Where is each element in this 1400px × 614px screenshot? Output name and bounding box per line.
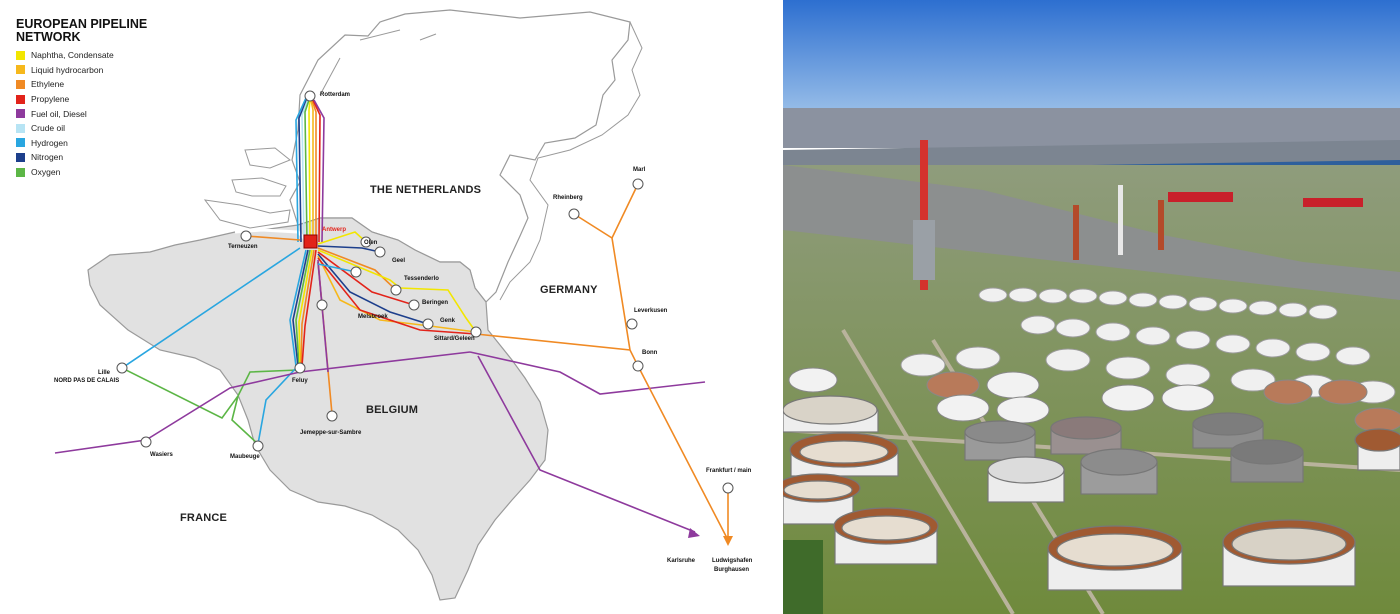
fuel-oil-east xyxy=(469,351,706,533)
terneuzen-link xyxy=(245,235,301,241)
legend-swatch xyxy=(16,138,25,148)
label-olen: Olen xyxy=(364,240,378,246)
city-nodes xyxy=(116,90,734,494)
legend-label: Propylene xyxy=(31,94,70,105)
label-bonn: Bonn xyxy=(642,350,658,356)
ethylene-germany xyxy=(475,183,729,541)
country-netherlands: THE NETHERLANDS xyxy=(370,184,482,196)
distant-city xyxy=(783,108,1400,148)
legend-item: Oxygen xyxy=(16,165,166,180)
map-legend: EUROPEAN PIPELINE NETWORK Naphtha, Conde… xyxy=(16,18,166,179)
legend-item: Nitrogen xyxy=(16,150,166,165)
legend-label: Hydrogen xyxy=(31,137,68,148)
legend-item: Fuel oil, Diesel xyxy=(16,106,166,121)
legend-label: Naphtha, Condensate xyxy=(31,50,114,61)
small-tanks xyxy=(900,287,1396,404)
label-ludwigshafen: Ludwigshafen xyxy=(712,558,753,564)
ship xyxy=(1303,198,1363,207)
zeeland-islands xyxy=(203,147,291,229)
karlsruhe-arrow xyxy=(688,528,700,538)
label-karlsruhe: Karlsruhe xyxy=(667,558,696,564)
label-jemeppe: Jemeppe-sur-Sambre xyxy=(300,430,362,436)
label-frankfurt: Frankfurt / main xyxy=(706,468,752,474)
label-genk: Genk xyxy=(440,318,456,324)
label-melsbroek: Melsbroek xyxy=(358,314,388,320)
legend-label: Crude oil xyxy=(31,123,66,134)
label-terneuzen: Terneuzen xyxy=(228,244,258,250)
label-sittard: Sittard/Geleen xyxy=(434,336,475,342)
lille-hydrogen-line xyxy=(121,247,301,369)
legend-item: Hydrogen xyxy=(16,136,166,151)
oxygen-network xyxy=(121,367,299,445)
refinery-aerial-photo xyxy=(783,0,1400,614)
legend-swatch xyxy=(16,65,25,75)
sky xyxy=(783,0,1400,120)
label-wasiers: Wasiers xyxy=(150,452,173,458)
medium-tanks xyxy=(788,367,1400,433)
legend-label: Oxygen xyxy=(31,167,61,178)
refinery-photo-illustration xyxy=(783,0,1400,614)
legend-swatch xyxy=(16,79,25,89)
country-belgium: BELGIUM xyxy=(366,404,419,416)
legend-label: Fuel oil, Diesel xyxy=(31,108,87,119)
ship xyxy=(1168,192,1233,202)
legend-label: Nitrogen xyxy=(31,152,64,163)
legend-swatch xyxy=(16,94,25,104)
label-marl: Marl xyxy=(633,167,646,173)
scheldt-river xyxy=(234,228,308,242)
legend-swatch xyxy=(16,109,25,119)
label-tessenderlo: Tessenderlo xyxy=(404,276,439,282)
antwerp-hub-marker xyxy=(303,234,318,249)
fuel-oil-west xyxy=(54,351,471,454)
netherlands-coast xyxy=(319,29,437,96)
label-geel: Geel xyxy=(392,258,406,264)
large-tanks xyxy=(783,395,1400,591)
ludwigshafen-arrow xyxy=(723,536,733,546)
legend-swatch xyxy=(16,50,25,60)
label-leverkusen: Leverkusen xyxy=(634,308,668,314)
feluy-bundle xyxy=(289,249,317,367)
country-germany: GERMANY xyxy=(540,284,598,296)
legend-item: Naphtha, Condensate xyxy=(16,48,166,63)
label-burghausen: Burghausen xyxy=(714,567,750,573)
map-title: EUROPEAN PIPELINE NETWORK xyxy=(16,17,148,44)
legend-item: Crude oil xyxy=(16,121,166,136)
label-rotterdam: Rotterdam xyxy=(320,92,351,98)
flare-tower xyxy=(920,140,928,290)
rotterdam-bundle xyxy=(295,97,325,243)
legend-swatch xyxy=(16,167,25,177)
germany-border xyxy=(499,21,643,301)
map-canvas xyxy=(54,9,734,601)
legend-item: Liquid hydrocarbon xyxy=(16,63,166,78)
label-beringen: Beringen xyxy=(422,300,449,306)
legend-swatch xyxy=(16,152,25,162)
legend-item: Propylene xyxy=(16,92,166,107)
legend-label: Ethylene xyxy=(31,79,65,90)
country-france: FRANCE xyxy=(180,512,228,524)
label-lille: Lille xyxy=(98,370,111,376)
label-antwerp: Antwerp xyxy=(322,227,346,233)
pipeline-map: EUROPEAN PIPELINE NETWORK Naphtha, Conde… xyxy=(16,9,753,601)
label-nord-pas-de-calais: NORD PAS DE CALAIS xyxy=(54,378,120,384)
label-rheinberg: Rheinberg xyxy=(553,195,583,201)
legend-label: Liquid hydrocarbon xyxy=(31,64,104,75)
maubeuge-hydrogen xyxy=(257,367,297,445)
label-feluy: Feluy xyxy=(292,378,308,384)
legend-swatch xyxy=(16,123,25,133)
east-fan xyxy=(317,231,477,415)
label-maubeuge: Maubeuge xyxy=(230,454,260,460)
legend-item: Ethylene xyxy=(16,77,166,92)
